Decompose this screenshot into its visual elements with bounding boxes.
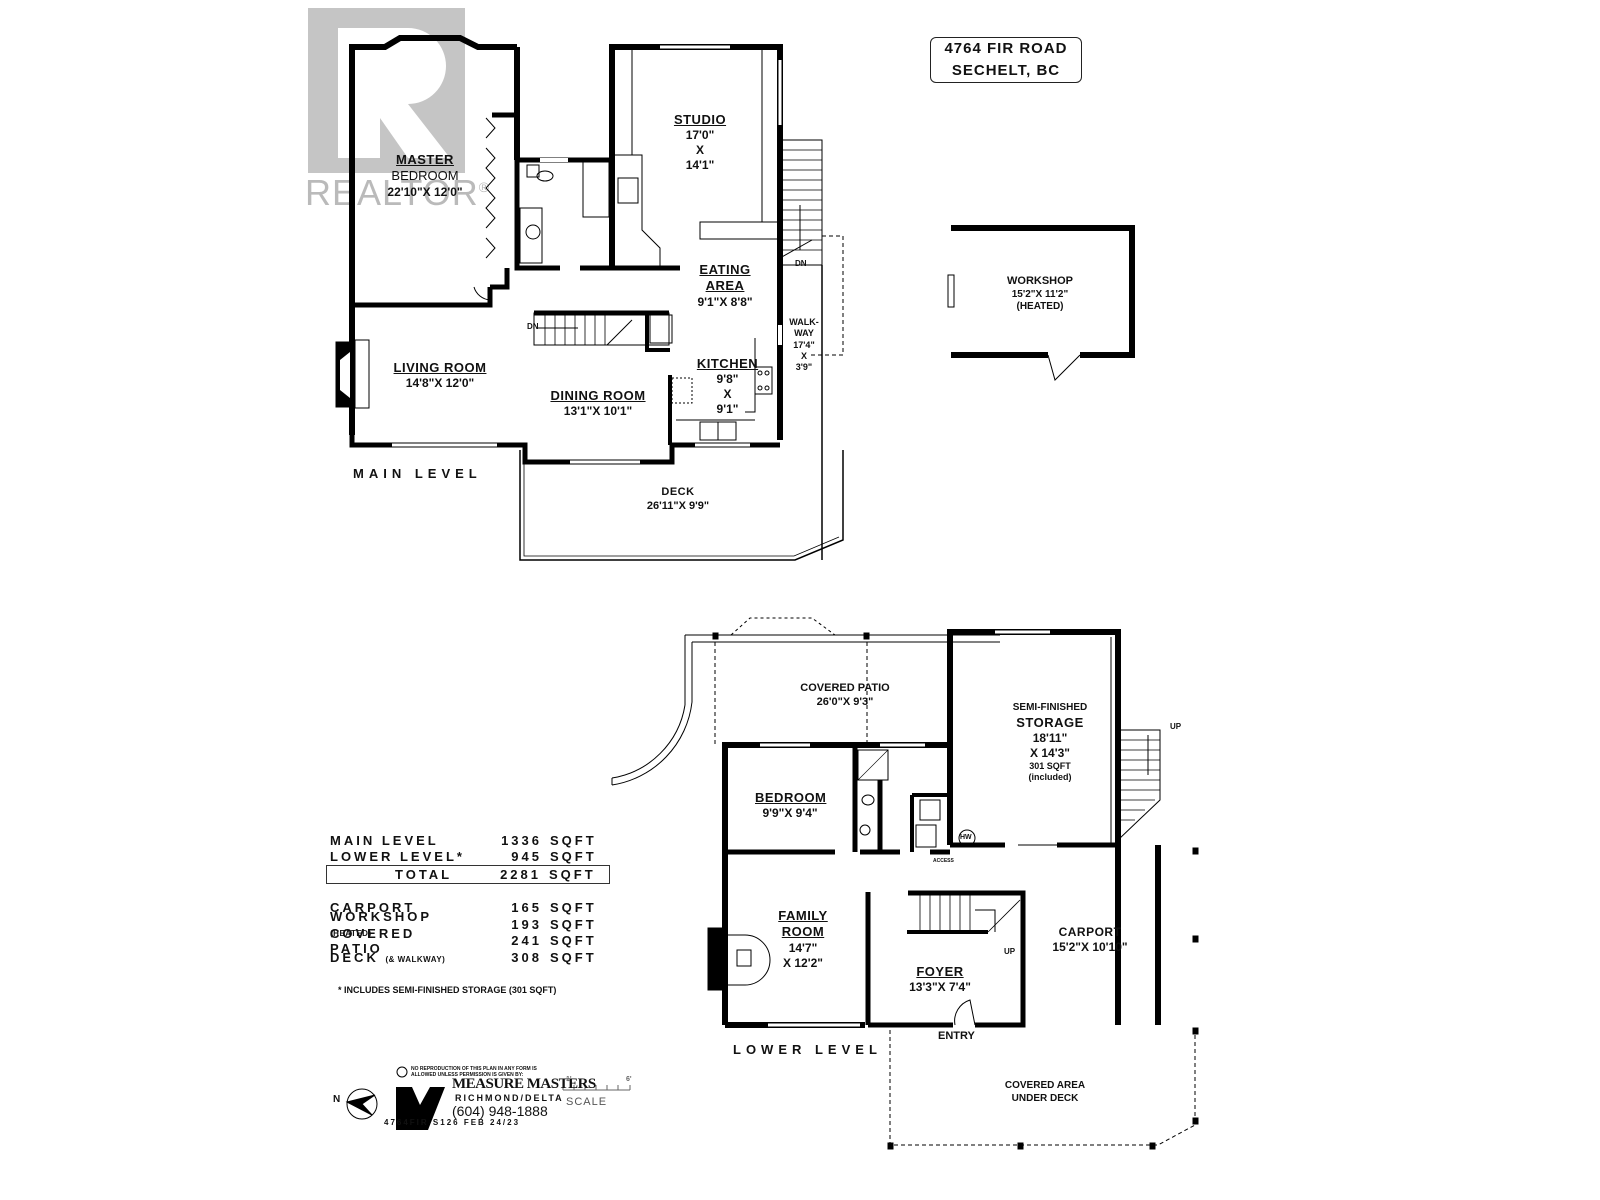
access-label: ACCESS — [933, 858, 954, 864]
room-deck: DECK 26'11"X 9'9" — [646, 486, 710, 512]
stair-down-label-2: DN — [795, 259, 807, 268]
room-studio: STUDIO 17'0" X 14'1" — [673, 112, 727, 173]
realtor-watermark-text: REALTOR® — [305, 172, 491, 213]
room-foyer: FOYER 13'3"X 7'4" — [909, 964, 971, 995]
summary-row: LOWER LEVEL* 945 SQFT — [330, 849, 597, 865]
room-workshop: WORKSHOP 15'2"X 11'2" (HEATED) — [1007, 275, 1073, 313]
address-box: 4764 FIR ROAD SECHELT, BC — [930, 37, 1082, 83]
main-level-title: MAIN LEVEL — [353, 466, 482, 481]
summary-row: WORKSHOP (HEATED) 193 SQFT — [330, 909, 597, 939]
stair-up-label: UP — [1004, 947, 1016, 956]
room-covered-patio: COVERED PATIO 26'0"X 9'3" — [800, 682, 890, 708]
entry-label: ENTRY — [938, 1030, 975, 1042]
scale-label: SCALE — [566, 1096, 608, 1108]
summary-row: MAIN LEVEL 1336 SQFT — [330, 832, 597, 848]
room-bedroom: BEDROOM 9'9"X 9'4" — [755, 790, 827, 821]
lower-level-title: LOWER LEVEL — [733, 1042, 882, 1057]
copyright-notice: NO REPRODUCTION OF THIS PLAN IN ANY FORM… — [411, 1066, 537, 1078]
summary-footnote: * INCLUDES SEMI-FINISHED STORAGE (301 SQ… — [338, 985, 557, 995]
room-semi-finished-storage: SEMI-FINISHED STORAGE 18'11" X 14'3" 301… — [1012, 702, 1088, 782]
room-dining-room: DINING ROOM 13'1"X 10'1" — [550, 388, 646, 419]
stair-down-label: DN — [527, 322, 539, 331]
company-name: MEASURE MASTERS — [452, 1076, 596, 1092]
hot-water-label: HW — [960, 834, 972, 841]
summary-row: COVERED PATIO 241 SQFT — [330, 925, 597, 956]
room-carport: CARPORT 15'2"X 10'10" — [1052, 925, 1128, 954]
company-phone: (604) 948-1888 — [452, 1103, 548, 1119]
address-line1: 4764 FIR ROAD — [944, 40, 1068, 57]
scale-start-label: 1' — [566, 1076, 572, 1083]
scale-end-label: 6' — [626, 1076, 632, 1083]
plan-code-date: 4764FIR S126 FEB 24/23 — [384, 1118, 521, 1127]
room-eating-area: EATING AREA 9'1"X 8'8" — [697, 262, 753, 309]
room-walkway: WALK- WAY 17'4" X 3'9" — [789, 317, 819, 372]
company-location: RICHMOND/DELTA — [455, 1093, 564, 1103]
summary-row: CARPORT 165 SQFT — [330, 900, 597, 916]
summary-total-row: TOTAL 2281 SQFT — [326, 865, 610, 884]
address-line2: SECHELT, BC — [951, 62, 1061, 79]
room-living-room: LIVING ROOM 14'8"X 12'0" — [393, 360, 487, 391]
north-label: N — [333, 1094, 341, 1105]
room-family-room: FAMILY ROOM 14'7" X 12'2" — [778, 908, 828, 970]
area-summary-table: MAIN LEVEL 1336 SQFT LOWER LEVEL* 945 SQ… — [326, 832, 610, 966]
room-master-bedroom: MASTER BEDROOM 22'10"X 12'0" — [387, 152, 463, 199]
summary-row: DECK (& WALKWAY) 308 SQFT — [330, 949, 597, 965]
room-covered-area-under-deck: COVERED AREA UNDER DECK — [1004, 1080, 1086, 1104]
room-kitchen: KITCHEN 9'8" X 9'1" — [696, 356, 759, 417]
stair-up-label-2: UP — [1170, 722, 1182, 731]
